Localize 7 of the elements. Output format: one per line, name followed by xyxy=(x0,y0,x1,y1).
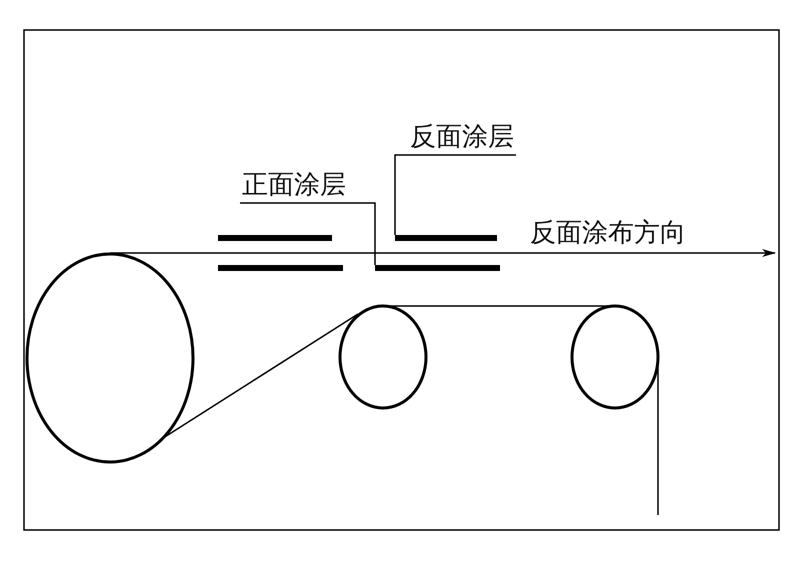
coating-bar xyxy=(395,235,497,241)
leader-line xyxy=(240,202,376,265)
coating-bar xyxy=(375,265,500,271)
part-label: 正面涂层 xyxy=(242,170,346,200)
part-label: 反面涂层 xyxy=(410,122,514,152)
direction-label: 反面涂布方向 xyxy=(530,218,686,248)
leader-line xyxy=(394,154,516,235)
